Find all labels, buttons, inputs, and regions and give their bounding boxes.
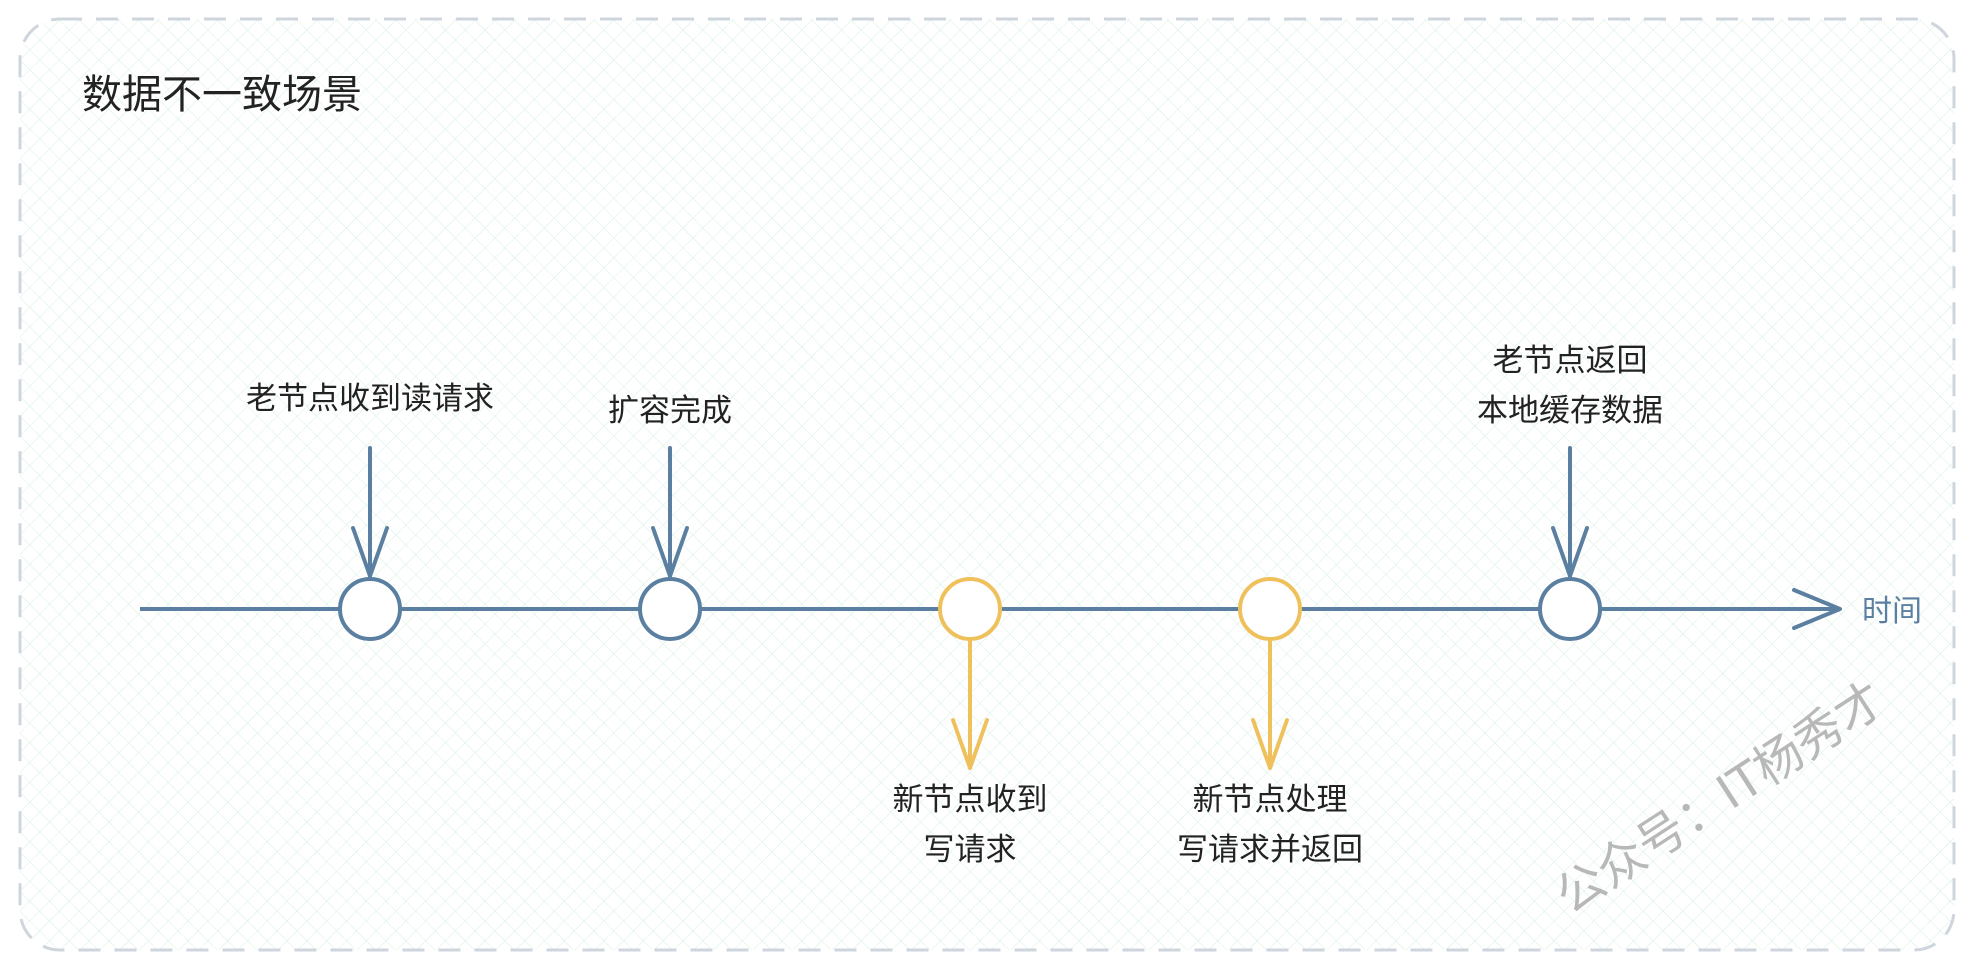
event-label-line: 扩容完成 bbox=[608, 393, 732, 429]
event-arrowhead bbox=[1551, 526, 1589, 578]
event-group: 老节点收到读请求扩容完成新节点收到写请求新节点处理写请求并返回老节点返回本地缓存… bbox=[246, 343, 1663, 868]
frame bbox=[18, 17, 1956, 952]
timeline-event: 老节点收到读请求 bbox=[246, 381, 494, 641]
old-node-marker bbox=[338, 577, 402, 641]
timeline-arrowhead bbox=[1792, 588, 1842, 630]
event-label-line: 老节点返回 bbox=[1493, 343, 1648, 379]
event-label-line: 本地缓存数据 bbox=[1477, 393, 1663, 429]
event-label-line: 老节点收到读请求 bbox=[246, 381, 494, 417]
event-label-line: 新节点处理 bbox=[1193, 782, 1348, 818]
event-label-line: 写请求并返回 bbox=[1177, 832, 1363, 868]
old-node-marker bbox=[638, 577, 702, 641]
new-node-marker bbox=[938, 577, 1002, 641]
event-arrowhead bbox=[1251, 718, 1289, 770]
event-label-line: 新节点收到 bbox=[893, 782, 1048, 818]
timeline-event: 扩容完成 bbox=[608, 393, 732, 641]
event-arrowhead bbox=[651, 526, 689, 578]
event-arrowhead bbox=[951, 718, 989, 770]
axis-label: 时间 bbox=[1862, 594, 1922, 629]
old-node-marker bbox=[1538, 577, 1602, 641]
new-node-marker bbox=[1238, 577, 1302, 641]
event-label-line: 写请求 bbox=[924, 832, 1017, 868]
event-arrowhead bbox=[351, 526, 389, 578]
diagram-title: 数据不一致场景 bbox=[82, 72, 362, 118]
